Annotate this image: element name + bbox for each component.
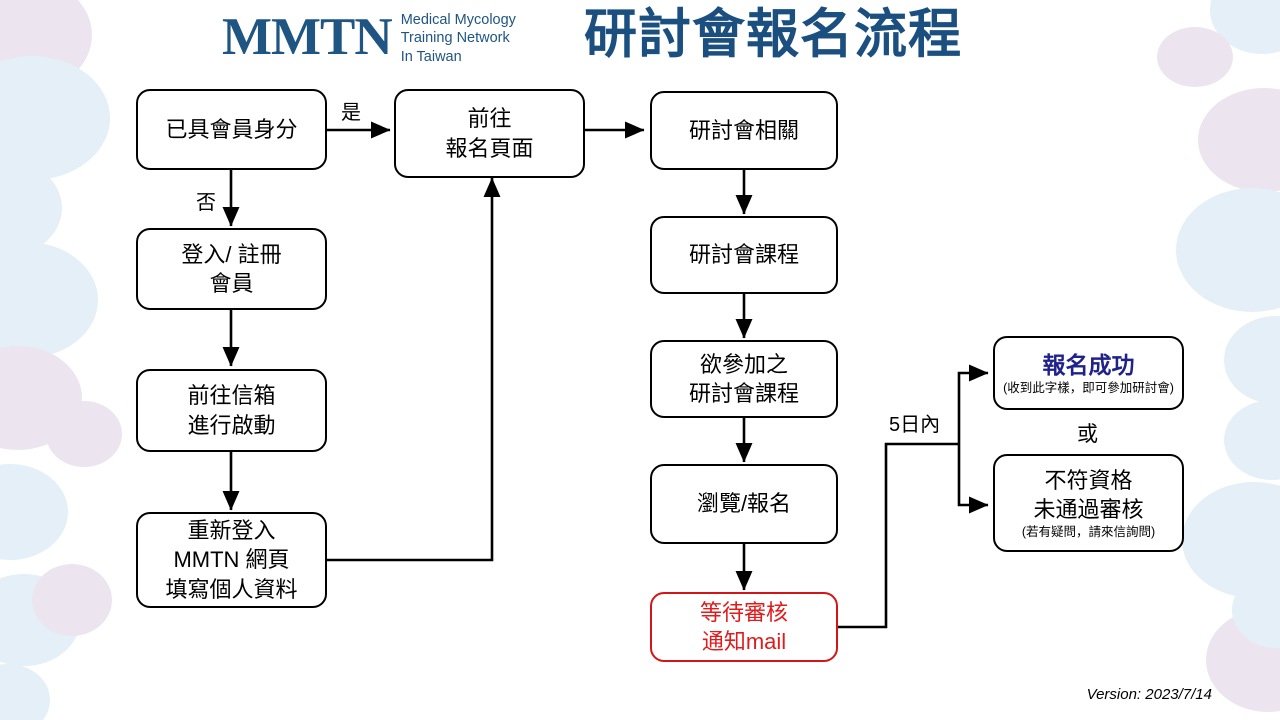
logo-tagline-line-2: Training Network <box>400 30 510 47</box>
blob-blue <box>0 56 110 180</box>
blob-blue <box>1210 0 1280 54</box>
edge-split-to-success <box>957 364 989 444</box>
blob-blue <box>0 664 50 720</box>
edge-await-to-split <box>838 442 959 629</box>
node-registration-rejected[interactable]: 不符資格 未通過審核 (若有疑問，請來信詢問) <box>993 454 1184 552</box>
node-seminar-course-line-1: 研討會課程 <box>688 242 799 268</box>
page-title: 研討會報名流程 <box>584 5 962 64</box>
blob-blue <box>0 242 98 358</box>
mmtn-logo: MMTN Medical Mycology Training Network I… <box>222 8 516 66</box>
node-seminar-related[interactable]: 研討會相關 <box>650 91 838 170</box>
node-registration-rejected-note: (若有疑問，請來信詢問) <box>1021 525 1156 540</box>
node-browse-signup[interactable]: 瀏覽/報名 <box>650 464 838 544</box>
node-login-register[interactable]: 登入/ 註冊 會員 <box>136 228 327 310</box>
node-await-review-line-1: 等待審核 <box>699 599 788 625</box>
node-registration-success[interactable]: 報名成功 (收到此字樣，即可參加研討會) <box>993 336 1184 410</box>
node-desired-course[interactable]: 欲參加之 研討會課程 <box>650 340 838 418</box>
node-relogin-profile-line-1: 重新登入 <box>187 518 276 544</box>
node-seminar-related-line-1: 研討會相關 <box>688 117 799 143</box>
logo-wordmark: MMTN <box>222 7 393 66</box>
node-relogin-profile-line-3: 填寫個人資料 <box>165 576 298 602</box>
node-await-review-line-2: 通知mail <box>701 629 787 654</box>
edge-relogin-to-signup <box>327 177 501 562</box>
node-go-signup-page-line-1: 前往 <box>467 106 512 132</box>
blob-blue <box>1224 400 1280 480</box>
node-registration-rejected-line-2: 未通過審核 <box>1033 497 1144 522</box>
node-desired-course-line-1: 欲參加之 <box>699 351 788 377</box>
node-relogin-profile[interactable]: 重新登入 MMTN 網頁 填寫個人資料 <box>136 512 327 608</box>
edge-label-no: 否 <box>196 192 216 214</box>
blob-blue <box>1176 188 1280 312</box>
blob-blue <box>1182 482 1280 598</box>
node-browse-signup-line-1: 瀏覽/報名 <box>696 491 792 517</box>
blob-purple <box>46 401 122 467</box>
blob-blue <box>1232 572 1280 648</box>
blob-blue <box>0 574 80 666</box>
node-registration-rejected-line-1: 不符資格 <box>1044 467 1133 493</box>
node-registration-success-title: 報名成功 <box>1042 351 1135 378</box>
blob-blue <box>0 464 68 560</box>
node-login-register-line-2: 會員 <box>209 271 254 296</box>
node-await-review[interactable]: 等待審核 通知mail <box>650 592 838 662</box>
logo-tagline: Medical Mycology Training Network In Tai… <box>401 8 516 66</box>
blob-blue <box>1224 316 1280 404</box>
node-desired-course-line-2: 研討會課程 <box>688 381 799 406</box>
version-label: Version: 2023/7/14 <box>1086 686 1212 703</box>
node-go-signup-page[interactable]: 前往 報名頁面 <box>394 89 585 178</box>
logo-tagline-line-1: Medical Mycology <box>400 12 516 28</box>
node-relogin-profile-line-2: MMTN 網頁 <box>173 547 290 573</box>
node-member-check[interactable]: 已具會員身分 <box>136 89 327 170</box>
blob-purple <box>0 0 92 90</box>
node-go-signup-page-line-2: 報名頁面 <box>445 135 534 161</box>
blob-purple <box>0 346 82 450</box>
blob-purple <box>1157 27 1233 87</box>
blob-purple <box>1198 88 1280 192</box>
node-seminar-course[interactable]: 研討會課程 <box>650 216 838 294</box>
node-login-register-line-1: 登入/ 註冊 <box>181 241 282 267</box>
edge-label-yes: 是 <box>341 102 361 124</box>
node-registration-success-note: (收到此字樣，即可參加研討會) <box>1003 381 1174 396</box>
logo-tagline-line-3: In Taiwan <box>400 48 462 65</box>
node-mailbox-activate-line-2: 進行啟動 <box>187 412 276 438</box>
node-mailbox-activate-line-1: 前往信箱 <box>187 383 276 409</box>
blob-purple <box>32 564 112 636</box>
blob-purple <box>1206 608 1280 712</box>
node-mailbox-activate[interactable]: 前往信箱 進行啟動 <box>136 369 327 452</box>
node-member-check-line-1: 已具會員身分 <box>165 116 298 142</box>
edge-label-within-5-days: 5日內 <box>889 414 941 436</box>
edge-split-to-rejected <box>957 444 989 514</box>
edge-label-or: 或 <box>1077 423 1098 446</box>
blob-blue <box>0 160 62 256</box>
